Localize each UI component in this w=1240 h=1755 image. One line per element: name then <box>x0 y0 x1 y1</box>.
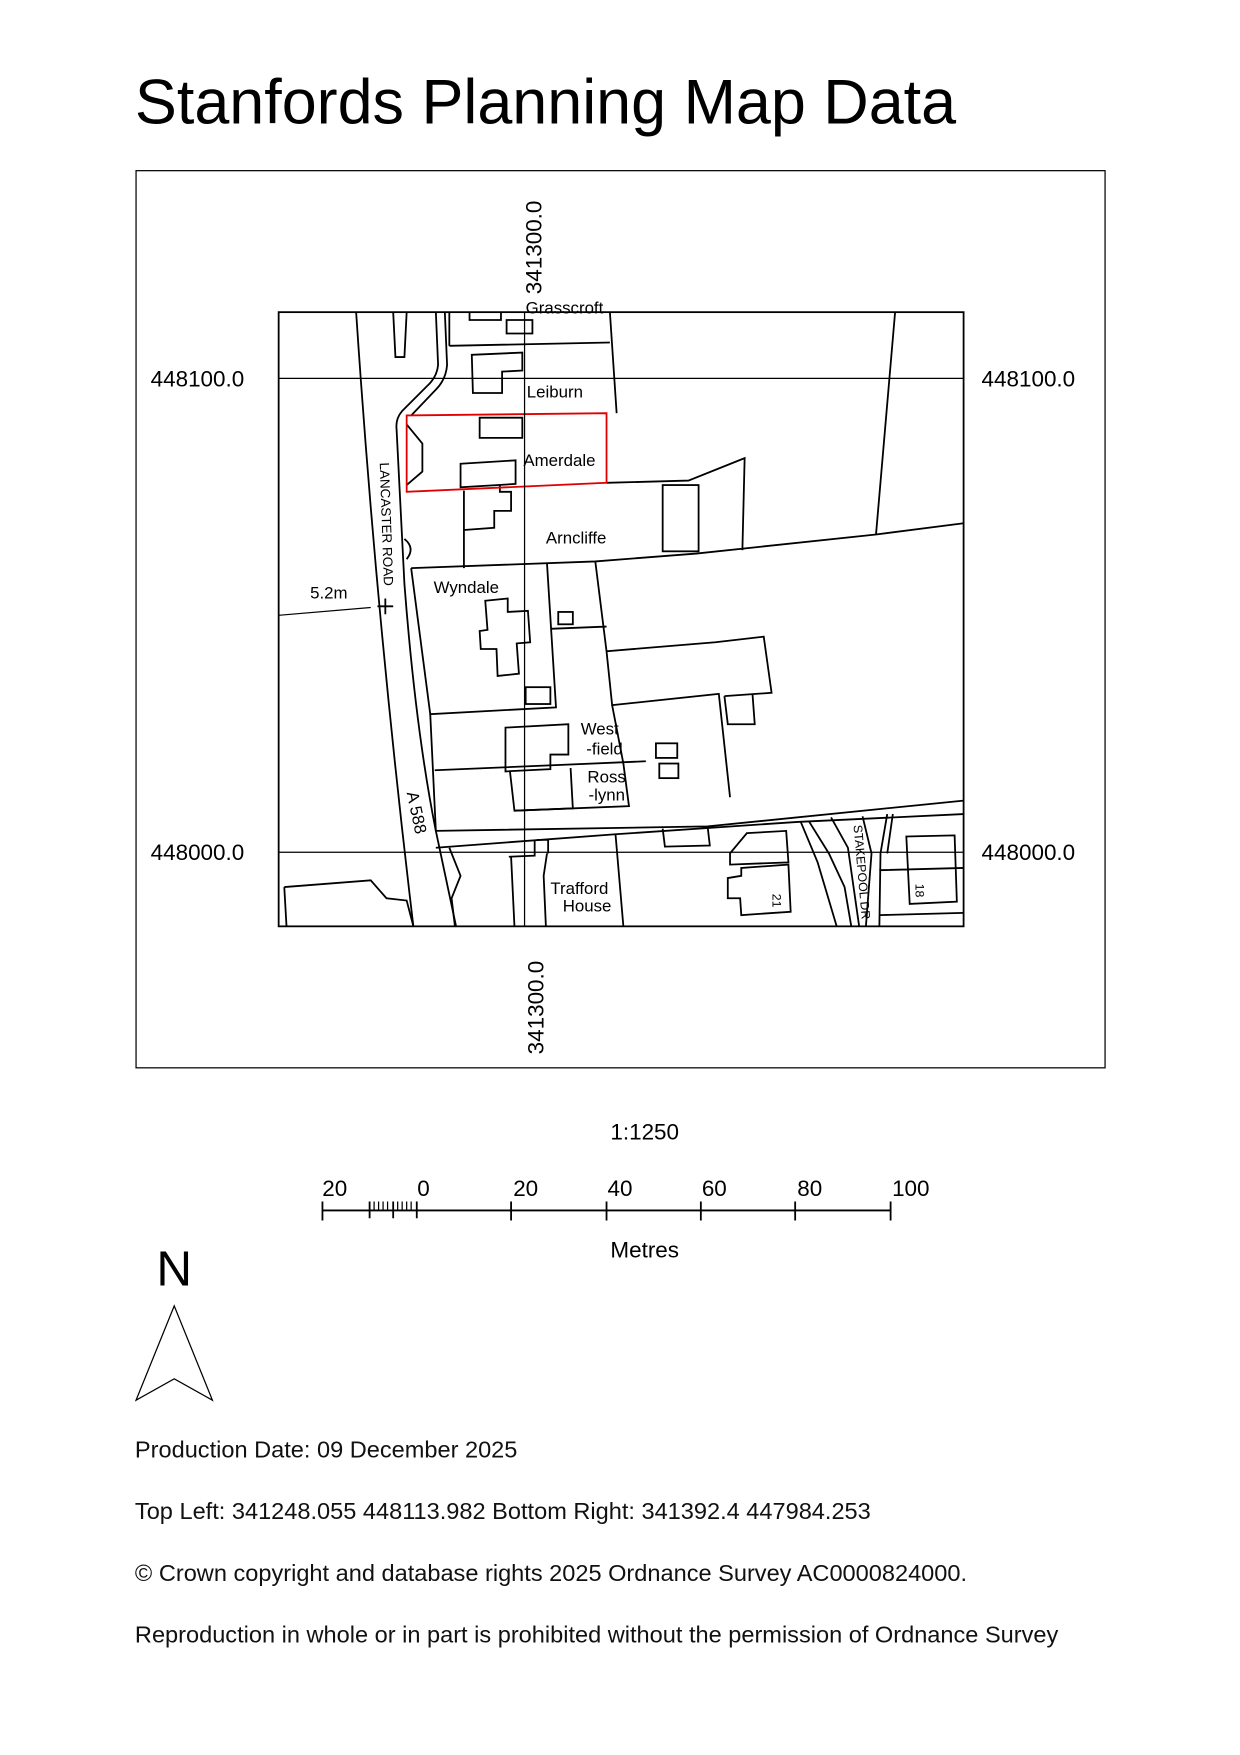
amerdale-frontage <box>405 423 424 486</box>
island <box>392 312 408 358</box>
label-grasscroft: Grasscroft <box>526 298 604 317</box>
scale-bar: 1:1250 20 0 20 40 60 80 100 Metres <box>321 1120 930 1263</box>
easting-top: 341300.0 <box>521 201 546 295</box>
label-house-18: 18 <box>912 884 926 898</box>
building-21 <box>726 863 792 917</box>
label-westfield-2: -field <box>586 740 622 759</box>
label-rosslynn-2: -lynn <box>589 786 625 805</box>
label-lancaster-road: LANCASTER ROAD <box>377 462 396 586</box>
label-a588: A 588 <box>403 790 431 836</box>
northing-right-bottom: 448000.0 <box>982 840 1076 865</box>
plot-arncliffe <box>411 312 964 570</box>
label-amerdale: Amerdale <box>523 451 595 470</box>
label-rosslynn-1: Ross <box>587 768 625 787</box>
label-trafford-1: Trafford <box>550 879 608 898</box>
northing-right-top: 448100.0 <box>982 366 1076 391</box>
site-boundary-amerdale <box>405 412 608 493</box>
bay <box>403 538 412 560</box>
building-wyndale <box>478 597 532 677</box>
scale-ratio: 1:1250 <box>610 1120 679 1145</box>
outer-frame <box>135 170 1106 1069</box>
building <box>468 312 534 335</box>
boundary-line <box>278 606 371 616</box>
scale-tick-label: 20 <box>513 1176 538 1201</box>
plot-trafford <box>448 834 625 927</box>
map-extent: Top Left: 341248.055 448113.982 Bottom R… <box>135 1498 871 1524</box>
label-wyndale: Wyndale <box>434 578 499 597</box>
label-house-21: 21 <box>770 894 784 908</box>
building-amerdale <box>459 416 524 489</box>
label-trafford-2: House <box>563 897 612 916</box>
north-arrow-icon <box>134 1304 214 1402</box>
building-westfield <box>504 723 574 812</box>
scale-tick-label: 40 <box>608 1176 633 1201</box>
road-east-edge <box>395 312 457 927</box>
road-stakepool <box>799 813 894 927</box>
north-label: N <box>156 1242 192 1297</box>
garage <box>524 686 552 705</box>
scale-tick-label: 0 <box>417 1176 429 1201</box>
outbuilding <box>661 484 700 553</box>
scale-tick-label: 20 <box>322 1176 347 1201</box>
plot-grasscroft <box>448 312 618 414</box>
building-west <box>283 879 415 927</box>
scale-bar-line <box>321 1201 892 1221</box>
spot-height-cross-icon <box>377 598 394 615</box>
scale-tick-label: 60 <box>702 1176 727 1201</box>
building-arncliffe <box>463 485 512 569</box>
road-west-edge <box>355 312 415 927</box>
label-leiburn: Leiburn <box>527 382 583 401</box>
reproduction-notice: Reproduction in whole or in part is proh… <box>135 1622 1059 1648</box>
map-frame <box>277 311 965 928</box>
label-spot-height: 5.2m <box>310 583 347 602</box>
production-date: Production Date: 09 December 2025 <box>135 1436 517 1462</box>
page-title: Stanfords Planning Map Data <box>135 68 956 138</box>
label-westfield-1: West <box>581 719 619 738</box>
copyright: © Crown copyright and database rights 20… <box>135 1560 967 1586</box>
plot-wyndale <box>410 563 557 716</box>
northing-left-top: 448100.0 <box>151 366 245 391</box>
label-arncliffe: Arncliffe <box>546 528 606 547</box>
scale-tick-label: 100 <box>892 1176 929 1201</box>
northing-left-bottom: 448000.0 <box>151 840 245 865</box>
building-18 <box>879 834 964 917</box>
pavement-edge <box>410 312 448 417</box>
shed <box>557 611 574 626</box>
map-features <box>278 312 964 927</box>
north-arrow: N <box>134 1242 214 1402</box>
scale-tick-label: 80 <box>797 1176 822 1201</box>
building-leiburn <box>470 351 524 394</box>
road-south <box>435 799 964 849</box>
scale-minor-ticks <box>373 1201 412 1211</box>
scale-unit: Metres <box>610 1238 679 1263</box>
map-area: Grasscroft Leiburn Amerdale Arncliffe Wy… <box>277 298 965 928</box>
shed <box>658 762 680 780</box>
plot-boundaries <box>550 561 773 798</box>
grid-lines <box>278 312 964 927</box>
easting-bottom: 341300.0 <box>524 961 549 1055</box>
shed <box>655 742 679 759</box>
building <box>661 826 790 866</box>
